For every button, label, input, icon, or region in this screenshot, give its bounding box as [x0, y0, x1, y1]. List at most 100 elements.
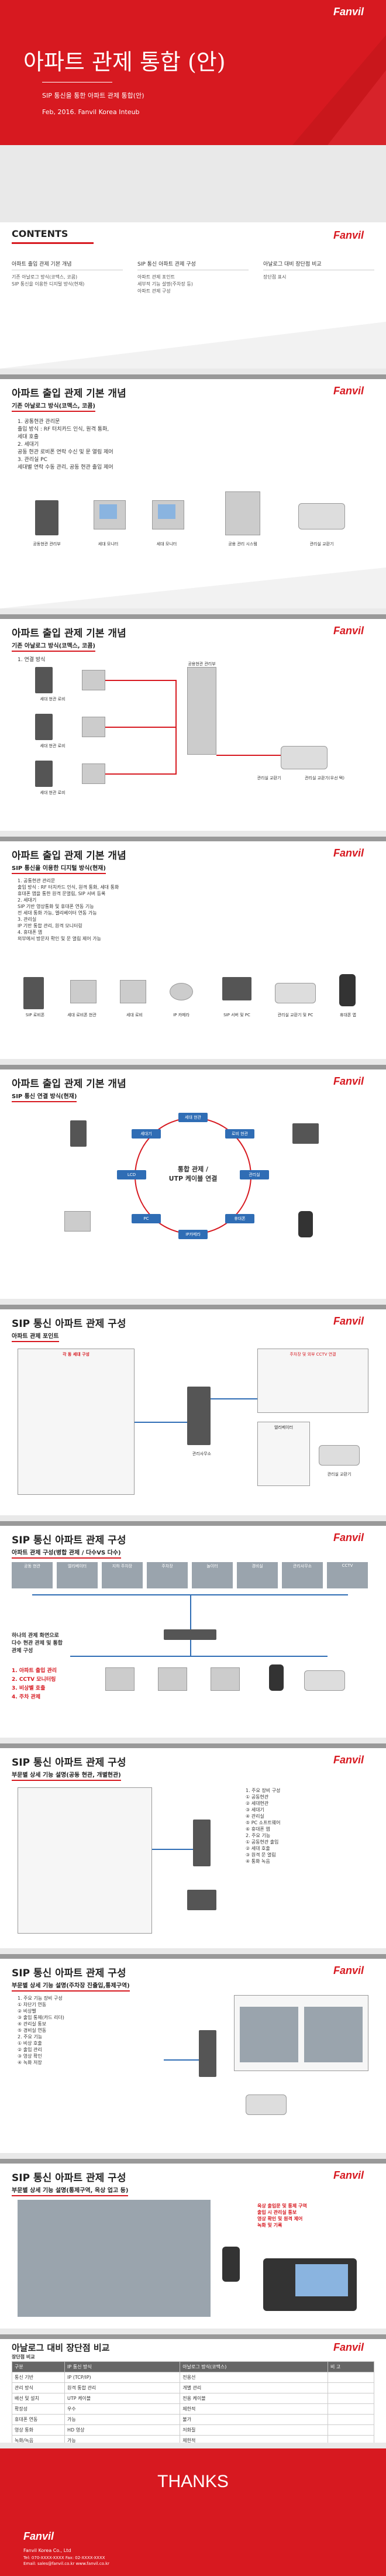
monitor-image: [120, 980, 146, 1003]
contents-item-head: 아날로그 대비 장단점 비교: [263, 260, 374, 270]
table-cell: [328, 2382, 374, 2393]
table-cell: 제한적: [180, 2435, 328, 2443]
slide-detail-parking: SIP 통신 아파트 관제 구성 Fanvil 부문별 상세 기능 설명(주차장…: [0, 1954, 386, 2153]
monitor-image: [70, 980, 96, 1003]
network-line: [211, 1398, 257, 1399]
table-cell: 저화질: [180, 2424, 328, 2436]
slide-title: 아파트 출입 관제 기본 개념: [12, 388, 126, 400]
top-bar: [0, 1521, 386, 1526]
device-label: 세대 현관 로비: [40, 697, 66, 701]
contents-item-1: 아파트 출입 관제 기본 개념 기존 아날로그 방식(코맥스, 코콤) SIP …: [12, 260, 123, 288]
device-label: 세대 로비폰 현관: [67, 1013, 96, 1017]
slide-analog-basic: 아파트 출입 관제 기본 개념 Fanvil 기존 아날로그 방식(코맥스, 코…: [0, 374, 386, 608]
connection-line: [105, 680, 175, 681]
table-cell: 녹화/녹음: [12, 2435, 65, 2443]
network-node: LCD: [117, 1170, 146, 1179]
feature-item: 4. 주차 관제: [12, 1694, 41, 1700]
table-cell: 불가: [180, 2414, 328, 2425]
slide-title: 아날로그 대비 장단점 비교: [12, 2343, 110, 2353]
device-label: 세대 현관 로비: [40, 790, 66, 795]
contents-item-head: SIP 통신 아파트 관제 구성: [137, 260, 249, 270]
site-photo: [304, 2007, 363, 2062]
network-line: [190, 1640, 191, 1656]
table-cell: UTP 케이블: [64, 2393, 181, 2404]
photo-label: 엘리베이터: [67, 1564, 87, 1569]
monitor-image: [158, 1667, 187, 1691]
contents-item-body: 아파트 관제 포인트 세부적 기능 설명(주차장 등) 아파트 관제 구성: [137, 274, 193, 294]
network-center-label: 통합 관제 / UTP 케이블 연결: [168, 1165, 218, 1182]
table-cell: 제한적: [180, 2403, 328, 2415]
slide-title: 아파트 출입 관제 기본 개념: [12, 628, 126, 639]
title-underline: [12, 242, 94, 244]
mobile-phone-image: [269, 1664, 284, 1691]
pc-image: [292, 1123, 319, 1144]
cover-title: 아파트 관제 통합 (안): [23, 49, 226, 75]
contents-item-2: SIP 통신 아파트 관제 구성 아파트 관제 포인트 세부적 기능 설명(주차…: [137, 260, 249, 295]
table-cell: 가능: [64, 2414, 181, 2425]
mobile-phone-image: [222, 2247, 240, 2282]
building-block: [18, 1787, 152, 1934]
monitor-image: [211, 1667, 240, 1691]
photo-label: 경비실: [251, 1564, 263, 1569]
slide-subtitle: 부문별 상세 기능 설명(통제구역, 옥상 업고 등): [12, 2185, 129, 2196]
fanvil-logo: Fanvil: [333, 625, 364, 637]
phone-screen: [295, 2264, 348, 2296]
thanks-slide: THANKS Fanvil Fanvil Korea Co., Ltd Tel:…: [0, 2448, 386, 2576]
fanvil-logo: Fanvil: [333, 2341, 364, 2353]
slide-analog-connection: 아파트 출입 관제 기본 개념 Fanvil 기존 아날로그 방식(코맥스, 코…: [0, 614, 386, 831]
parking-block: [257, 1349, 368, 1413]
desk-phone-image: [246, 2094, 287, 2115]
monitor-image: [82, 670, 105, 690]
network-line: [152, 1849, 193, 1850]
cover-date: Feb, 2016. Fanvil Korea Inteub: [42, 108, 140, 116]
elevator-block: [257, 1422, 310, 1486]
site-photo: [18, 2200, 211, 2317]
site-photo: [57, 1562, 98, 1588]
slide-title: SIP 통신 아파트 관제 구성: [12, 1535, 126, 1546]
table-cell: 우수: [64, 2403, 181, 2415]
device-label: 세대 현관 로비: [40, 744, 66, 748]
connection-line: [105, 727, 175, 728]
device-label: IP 카메라: [173, 1013, 189, 1017]
monitor-screen: [99, 504, 117, 519]
device-label: 휴대폰 앱: [340, 1013, 356, 1017]
slide-detail-rooftop: SIP 통신 아파트 관제 구성 Fanvil 부문별 상세 기능 설명(통제구…: [0, 2159, 386, 2329]
device-label: SIP 서버 및 PC: [223, 1013, 250, 1017]
monitor-image: [82, 717, 105, 737]
desk-phone-image: [304, 1670, 345, 1691]
slide-text: 1. 주요 장비 구성 ① 공동현관 ② 세대현관 ③ 세대기 ④ 관리실 ⑤ …: [246, 1788, 281, 1864]
cover-subtitle: SIP 통신을 통한 아파트 관제 통합(안): [42, 92, 144, 99]
slide-text: 1. 공통현관 관리문 출입 방식 : RF 터치카드 인식, 원격 통화, 세…: [18, 878, 119, 941]
connection-line: [216, 755, 281, 756]
lobby-phone-image: [70, 1120, 87, 1147]
slide-text: 옥상 출입문 및 통제 구역 출입 시 관리실 통보 영상 확인 및 원격 제어…: [257, 2203, 307, 2228]
network-node: 로비 현관: [225, 1129, 254, 1139]
slide-subtitle: 부문별 상세 기능 설명(주차장 진출입,통제구역): [12, 1980, 130, 1992]
table-header: 비 고: [328, 2361, 374, 2372]
table-cell: 개별 관리: [180, 2382, 328, 2393]
slide-subtitle: 부문별 상세 기능 설명(공동 현관, 개별현관): [12, 1770, 121, 1781]
system-image: [187, 667, 216, 755]
table-cell: 통신 기반: [12, 2372, 65, 2383]
monitor-image: [105, 1667, 135, 1691]
table-header: 구분: [12, 2361, 65, 2372]
thanks-text: THANKS: [157, 2472, 229, 2491]
photo-label: CCTV: [342, 1563, 353, 1568]
slide-title: SIP 통신 아파트 관제 구성: [12, 1318, 126, 1330]
slide-subtitle: SIP 통신을 이용한 디지털 방식(현재): [12, 863, 106, 874]
device-label: 공용현관 관리부: [188, 662, 216, 666]
caption-text: 하나의 관제 화면으로 다수 현관 관제 및 통합 관제 구성: [12, 1633, 63, 1654]
device-label: 공용 관리 시스템: [228, 542, 257, 546]
desk-phone-image: [275, 983, 316, 1003]
slide-subtitle: 기존 아날로그 방식(코맥스, 코콤): [12, 641, 95, 652]
cover-decoration: [292, 35, 386, 145]
mobile-phone-image: [339, 974, 356, 1006]
device-label: 세대 모니터: [98, 542, 119, 546]
fanvil-logo: Fanvil: [333, 1965, 364, 1976]
network-node: 세대기: [132, 1129, 161, 1139]
top-bar: [0, 1065, 386, 1069]
